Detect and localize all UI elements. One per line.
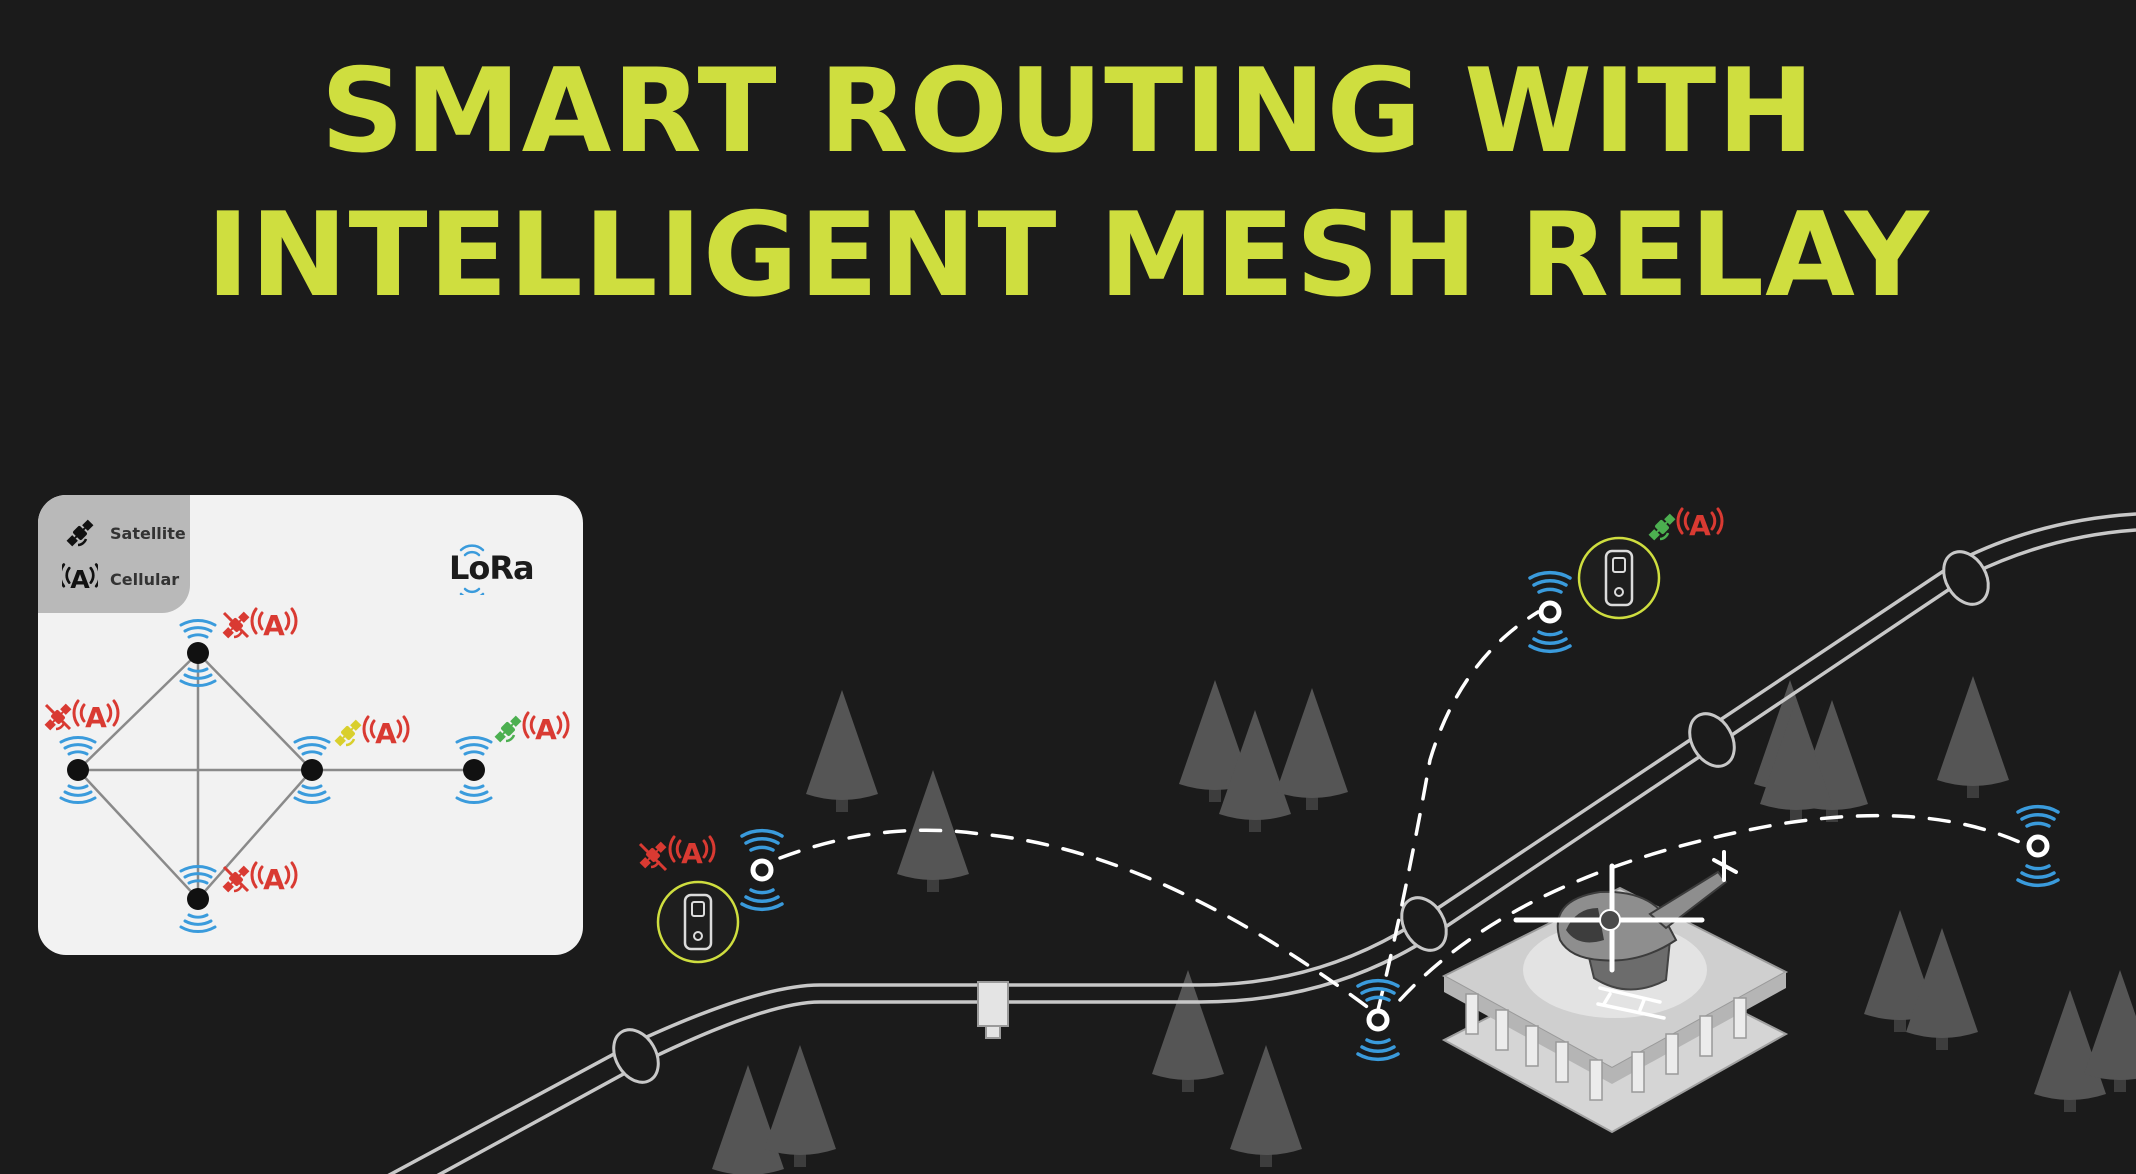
legend-row-satellite: Satellite <box>62 513 186 553</box>
legend-cellular-label: Cellular <box>110 569 180 589</box>
handheld-device-icon <box>1577 536 1661 620</box>
cell-tower-icon <box>362 715 410 752</box>
legend-row-cellular: Cellular <box>62 559 179 599</box>
lora-node-center <box>1358 981 1398 1060</box>
mesh-node-bottom-status <box>219 861 298 898</box>
cell-tower-icon <box>250 861 298 898</box>
cell-tower-icon <box>250 607 298 644</box>
cell-tower-icon <box>1676 507 1724 544</box>
relay-links <box>778 610 2028 1017</box>
legend-key: Satellite Cellular <box>38 495 190 613</box>
legend-panel: Satellite Cellular LoRa <box>38 495 583 955</box>
helicopter-icon <box>1513 850 1738 1020</box>
status-icons-left <box>636 835 716 872</box>
lora-mesh-diagram <box>41 607 570 934</box>
title-line-1: SMART ROUTING WITH <box>320 44 1816 179</box>
mesh-node-top-status <box>219 607 298 644</box>
cell-tower-icon <box>72 699 120 736</box>
cell-tower-icon <box>522 711 570 748</box>
title-line-2: INTELLIGENT MESH RELAY <box>206 188 1930 323</box>
satellite-icon <box>1645 510 1679 544</box>
status-icons-top <box>1645 507 1724 544</box>
pipeline <box>387 512 2136 1174</box>
satellite-icon <box>331 716 365 750</box>
lora-label: LoRa <box>449 549 535 587</box>
mesh-node-center-status <box>331 715 410 752</box>
pipeline-valve <box>977 981 1009 1039</box>
lora-node-right <box>2018 807 2058 886</box>
mesh-links <box>77 652 474 900</box>
mesh-node-right-status <box>491 711 570 748</box>
pipe-collars <box>612 550 1990 1084</box>
page-title: SMART ROUTING WITH INTELLIGENT MESH RELA… <box>0 40 2136 328</box>
handheld-device-icon <box>656 880 740 964</box>
satellite-icon <box>491 712 525 746</box>
lora-node-left <box>742 831 782 910</box>
lora-wave-icon <box>459 544 485 595</box>
mesh-node-left-status <box>41 699 120 736</box>
cell-tower-icon <box>668 835 716 872</box>
lora-logo: LoRa <box>449 543 539 595</box>
legend-satellite-label: Satellite <box>110 523 186 543</box>
